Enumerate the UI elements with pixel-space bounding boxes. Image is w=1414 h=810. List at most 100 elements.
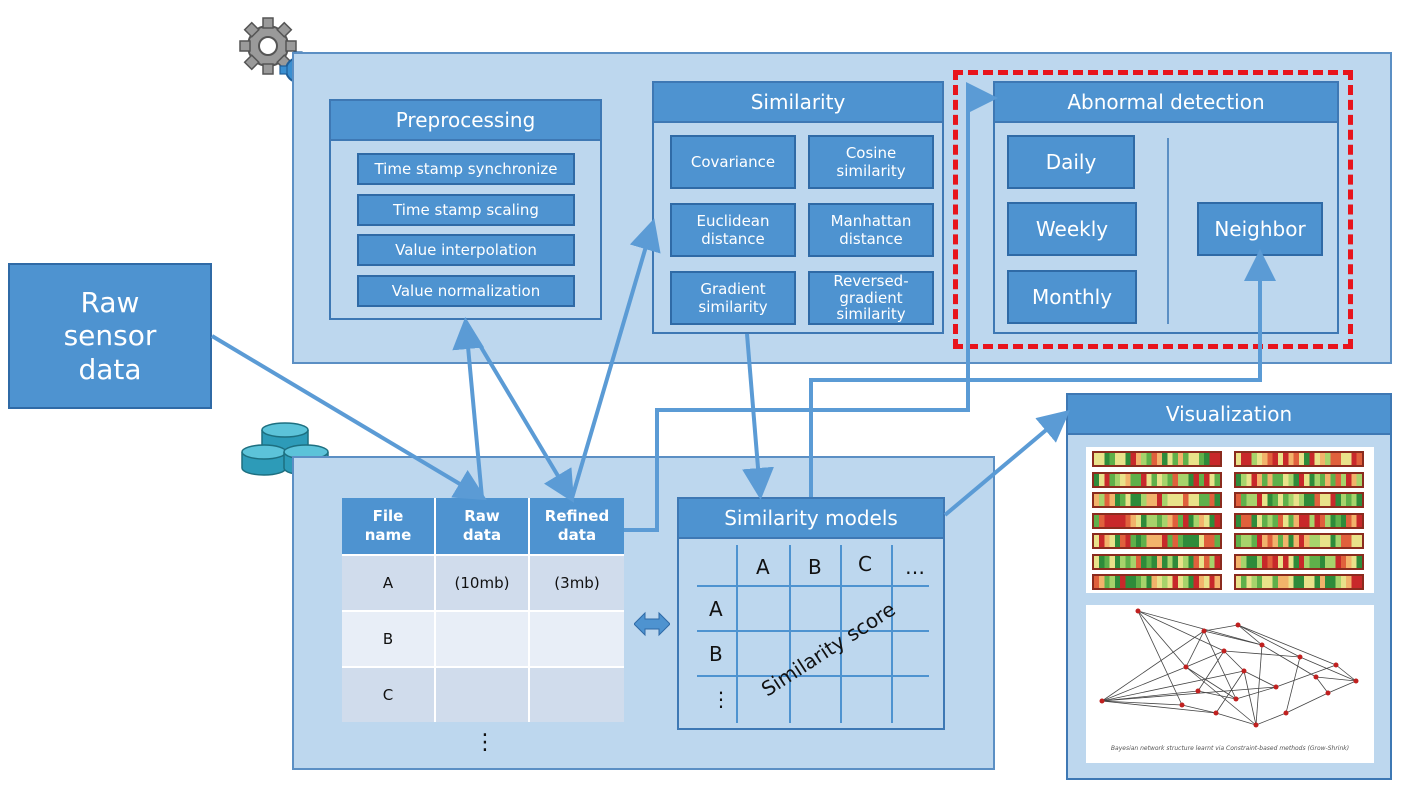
heatmap-strip [1234, 553, 1364, 570]
network-edge [1203, 630, 1263, 646]
network-edge [1299, 656, 1357, 682]
network-node [1313, 674, 1319, 680]
network-edge [1235, 686, 1277, 700]
network-edge [1243, 670, 1277, 688]
data-table: File name Raw data Refined data A (10mb)… [342, 498, 624, 722]
network-edge [1261, 644, 1317, 678]
preprocessing-item: Value normalization [357, 275, 575, 307]
heatmap-image [1086, 447, 1374, 593]
similarity-method: Reversed- gradient similarity [808, 271, 934, 325]
heatmap-strip [1092, 574, 1222, 590]
network-edge [1237, 624, 1263, 646]
table-cell [436, 610, 530, 666]
network-node [1135, 608, 1141, 614]
preprocessing-item: Time stamp scaling [357, 194, 575, 226]
table-cell [530, 666, 624, 722]
preprocessing-title: Preprocessing [331, 101, 600, 141]
grid-line [736, 545, 738, 723]
network-node [1221, 648, 1227, 654]
network-node [1235, 622, 1241, 628]
network-edge [1285, 656, 1301, 714]
network-node [1333, 662, 1339, 668]
network-edge [1137, 610, 1225, 652]
network-edge [1237, 624, 1301, 658]
abnormal-detection-panel: Abnormal detection Daily Weekly Monthly … [993, 81, 1339, 334]
similarity-method: Manhattan distance [808, 203, 934, 257]
heatmap-strip [1092, 451, 1222, 467]
table-cell: B [342, 610, 436, 666]
table-cell: (3mb) [530, 554, 624, 610]
network-edge [1101, 686, 1277, 702]
table-ellipsis: ⋮ [474, 730, 496, 755]
heatmap-strip [1234, 492, 1364, 508]
network-edge [1101, 700, 1217, 714]
visualization-panel: Visualization Bayesian network structure… [1066, 393, 1392, 780]
heatmap-strip [1092, 492, 1222, 508]
similarity-method: Gradient similarity [670, 271, 796, 325]
network-node [1353, 678, 1359, 684]
network-graph-image [1086, 605, 1374, 763]
visualization-title: Visualization [1068, 395, 1390, 435]
abnormal-detection-highlight [953, 70, 1353, 349]
weekly-box: Weekly [1007, 202, 1137, 256]
network-edge [1137, 610, 1183, 706]
heatmap-strip [1092, 471, 1222, 488]
network-edge [1237, 624, 1337, 666]
grid-line [697, 675, 929, 677]
similarity-method: Euclidean distance [670, 203, 796, 257]
network-node [1179, 702, 1185, 708]
grid-line [789, 545, 791, 723]
heatmap-strip [1092, 533, 1222, 549]
model-row-label: A [709, 597, 723, 621]
network-edge [1185, 650, 1225, 668]
network-node [1183, 664, 1189, 670]
model-col-label: … [905, 555, 925, 579]
network-node [1259, 642, 1265, 648]
table-cell: C [342, 666, 436, 722]
network-edge [1223, 650, 1245, 672]
model-row-label: B [709, 642, 723, 666]
network-edge [1101, 666, 1187, 702]
table-header-refined-data: Refined data [530, 498, 624, 554]
heatmap-strip [1092, 512, 1222, 529]
network-edge [1197, 650, 1225, 692]
network-edge [1101, 700, 1183, 706]
heatmap-strip [1234, 574, 1364, 590]
network-node [1213, 710, 1219, 716]
grid-line [840, 545, 842, 723]
heatmap-strip [1234, 533, 1364, 549]
preprocessing-item: Time stamp synchronize [357, 153, 575, 185]
similarity-score-label: Similarity score [756, 596, 900, 702]
heatmap-strip [1234, 512, 1364, 529]
table-cell [530, 610, 624, 666]
similarity-panel: Similarity Covariance Cosine similarity … [652, 81, 944, 334]
table-header-raw-data: Raw data [436, 498, 530, 554]
grid-line [697, 585, 929, 587]
network-edge [1243, 670, 1257, 726]
grid-line [697, 630, 929, 632]
preprocessing-panel: Preprocessing Time stamp synchronize Tim… [329, 99, 602, 320]
network-edge [1203, 630, 1237, 700]
heatmap-strip [1092, 553, 1222, 570]
similarity-method: Covariance [670, 135, 796, 189]
network-edge [1255, 712, 1287, 726]
model-col-label: C [858, 552, 872, 576]
network-edge [1327, 680, 1357, 694]
network-node [1241, 668, 1247, 674]
network-node [1273, 684, 1279, 690]
network-edge [1285, 692, 1329, 714]
network-node [1253, 722, 1259, 728]
network-edge [1101, 630, 1205, 702]
network-node [1283, 710, 1289, 716]
network-edge [1203, 624, 1239, 632]
table-cell: (10mb) [436, 554, 530, 610]
network-node [1195, 688, 1201, 694]
similarity-models-title: Similarity models [679, 499, 943, 539]
similarity-models-panel: Similarity models A B C … A B ⋮ Similari… [677, 497, 945, 730]
network-node [1201, 628, 1207, 634]
network-edge [1197, 690, 1237, 700]
table-cell: A [342, 554, 436, 610]
network-edge [1255, 644, 1263, 726]
model-row-label: ⋮ [711, 687, 731, 711]
network-caption: Bayesian network structure learnt via Co… [1110, 745, 1350, 752]
